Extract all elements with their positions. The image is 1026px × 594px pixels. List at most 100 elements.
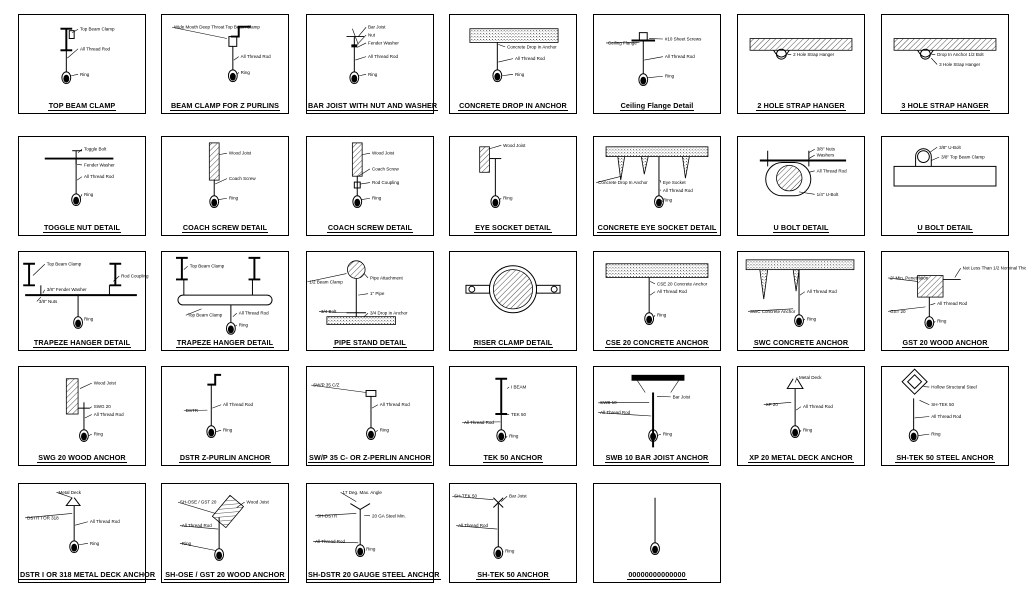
detail-title-text: BEAM CLAMP FOR Z PURLINS — [169, 101, 281, 111]
detail-title: 3 HOLE STRAP HANGER — [882, 101, 1008, 111]
detail-title-text: TOP BEAM CLAMP — [47, 101, 117, 111]
callout-label: All Thread Rod — [90, 519, 120, 524]
callout-label: Fender Washer — [368, 40, 399, 45]
detail-title: SH-OSE / GST 20 WOOD ANCHOR — [162, 570, 288, 580]
callout-label: Ring — [94, 432, 104, 437]
leader-line — [660, 199, 664, 202]
leader-line — [795, 406, 802, 411]
ring-shape — [225, 322, 236, 335]
leader-line — [89, 406, 92, 409]
detail-title: PIPE STAND DETAIL — [307, 338, 433, 348]
leader-line — [313, 541, 359, 544]
callout-label: Coach Screw — [372, 166, 400, 171]
callout-label: SWG 20 — [94, 404, 112, 409]
detail-drawing: Wide Mouth Deep Throat Top Beam ClampAll… — [172, 25, 271, 83]
ring-shape — [492, 69, 503, 83]
callout-label: Bar Joist — [368, 25, 386, 30]
leader-line — [596, 175, 622, 183]
callout-label: All Thread Rod — [94, 412, 124, 417]
callout-label: Metal Deck — [799, 375, 822, 380]
detail-title-text: CSE 20 CONCRETE ANCHOR — [604, 338, 710, 348]
leader-line — [355, 56, 367, 61]
detail-title-text: RISER CLAMP DETAIL — [472, 338, 554, 348]
ring-shape — [349, 71, 360, 85]
detail-drawing — [465, 265, 561, 314]
detail-title: SH-DSTR 20 GAUGE STEEL ANCHOR — [307, 570, 441, 580]
detail-title-text: CONCRETE DROP IN ANCHOR — [458, 101, 568, 111]
callout-label: 3/8" Fender Washer — [47, 287, 87, 292]
callout-label: Metal Deck — [58, 490, 81, 495]
callout-label: Toggle Bolt — [84, 147, 107, 152]
callout-label: Ring — [239, 322, 249, 327]
detail-title: CSE 20 CONCRETE ANCHOR — [594, 338, 720, 348]
detail-title: TEK 50 ANCHOR — [450, 453, 576, 463]
detail-title-text: DSTR Z-PURLIN ANCHOR — [178, 453, 272, 463]
callout-label: Ring — [80, 72, 90, 77]
callout-label: All Thread Rod — [657, 289, 687, 294]
leader-line — [954, 268, 961, 278]
detail-title-text: U BOLT DETAIL — [772, 223, 830, 233]
detail-title: TRAPEZE HANGER DETAIL — [162, 338, 288, 348]
callout-label: Ring — [380, 428, 390, 433]
callout-label: Washers — [817, 153, 835, 158]
leader-line — [177, 501, 216, 514]
callout-label: #10 Sheet Screws — [665, 36, 702, 41]
detail-title: 00000000000000 — [594, 570, 720, 580]
leader-line — [363, 273, 369, 279]
callout-label: Ring — [515, 72, 525, 77]
ring-shape — [79, 429, 89, 442]
callout-label: Rod Coupling — [372, 180, 400, 185]
callout-label: Ring — [931, 432, 941, 437]
callout-label: All Thread Rod — [600, 410, 630, 415]
callout-label: 20 GA Steel Min. — [372, 513, 406, 518]
ring-fill — [73, 196, 80, 205]
ring-fill — [354, 198, 361, 207]
ring-shape — [227, 69, 238, 83]
leader-line — [183, 265, 188, 270]
detail-title-text: COACH SCREW DETAIL — [181, 223, 269, 233]
callout-label: Ring — [182, 541, 192, 546]
detail-title-text: SWC CONCRETE ANCHOR — [752, 338, 850, 348]
callout-label: All Thread Rod — [937, 301, 967, 306]
leader-line — [67, 48, 79, 59]
ring-shape — [206, 425, 217, 439]
leader-line — [185, 308, 202, 316]
ring-fill — [368, 430, 374, 439]
callout-label: All Thread Rod — [665, 54, 695, 59]
detail-title-text: TEK 50 ANCHOR — [482, 453, 544, 463]
leader-line — [233, 56, 239, 61]
callout-label: All Thread Rod — [182, 523, 212, 528]
callout-label: 1" Pipe — [370, 291, 385, 296]
leader-line — [452, 495, 494, 500]
callout-label: All Thread Rod — [239, 311, 269, 316]
detail-title: SH-TEK 50 ANCHOR — [450, 570, 576, 580]
callout-label: SH-TEK 50 — [931, 402, 954, 407]
callout-label: All Thread Rod — [931, 414, 961, 419]
detail-title-text: COACH SCREW DETAIL — [326, 223, 414, 233]
leader-line — [498, 58, 514, 63]
callout-label: SWC Concrete Anchor — [750, 309, 796, 314]
detail-title-text: EYE SOCKET DETAIL — [474, 223, 552, 233]
leader-line — [237, 72, 239, 74]
